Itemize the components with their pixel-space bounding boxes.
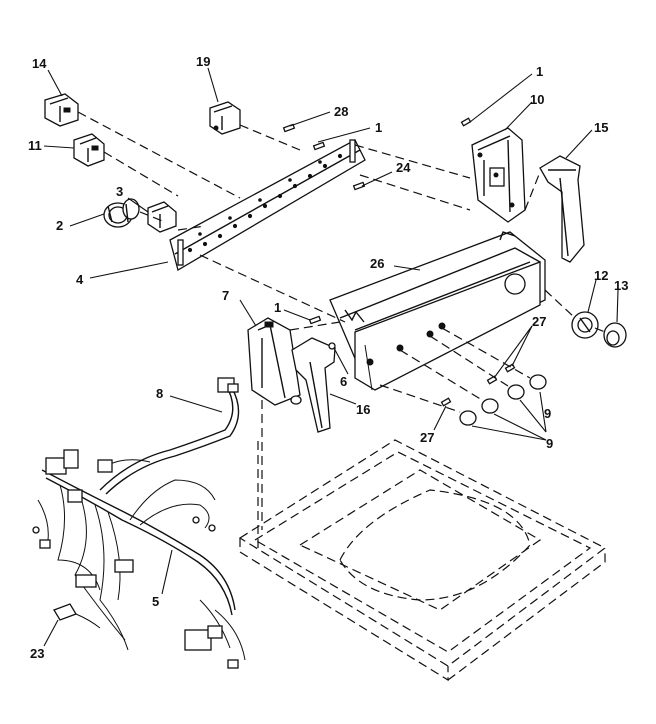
callout-15: 15: [594, 120, 608, 135]
callout-11: 11: [28, 138, 42, 153]
timer-10: [471, 127, 526, 223]
callout-23: 23: [30, 646, 44, 661]
console-panel: [329, 231, 546, 391]
timer-knob-15: [539, 155, 585, 263]
callout-4: 4: [76, 272, 84, 287]
callout-9-upper: 9: [544, 406, 551, 421]
callout-13: 13: [614, 278, 628, 293]
switch-19: [209, 101, 241, 135]
callout-19: 19: [196, 54, 210, 69]
callout-10: 10: [530, 92, 544, 107]
wire-harness-8: [99, 377, 240, 495]
callout-24: 24: [396, 160, 411, 175]
end-cap-7: [247, 317, 302, 406]
callout-5: 5: [152, 594, 159, 609]
callout-1-top: 1: [375, 120, 382, 135]
callout-26: 26: [370, 256, 384, 271]
switch-3: [147, 201, 177, 233]
callout-7: 7: [222, 288, 229, 303]
callout-27-lower: 27: [420, 430, 434, 445]
callout-28: 28: [334, 104, 348, 119]
callout-27-right: 27: [532, 314, 546, 329]
control-bracket: [169, 139, 366, 271]
callout-16: 16: [356, 402, 370, 417]
callout-1-middle: 1: [274, 300, 281, 315]
switch-14: [44, 93, 79, 127]
end-cap-16: [291, 337, 336, 433]
cabinet-top-outline: [238, 439, 607, 682]
callout-3: 3: [116, 184, 123, 199]
rotary-switch-2: [103, 198, 140, 228]
wire-harness-5: [32, 449, 246, 669]
callout-8: 8: [156, 386, 163, 401]
callout-12: 12: [594, 268, 608, 283]
leader-lines: [43, 67, 619, 647]
callout-14: 14: [32, 56, 47, 71]
assembly-guide-lines: [77, 111, 606, 530]
part-23: [53, 603, 101, 629]
callout-6: 6: [340, 374, 347, 389]
switch-11: [73, 133, 105, 167]
callout-9-lower: 9: [546, 436, 553, 451]
callout-2: 2: [56, 218, 63, 233]
knob-13: [603, 322, 627, 348]
callout-1-upper-right: 1: [536, 64, 543, 79]
callout-labels: 14 19 28 1 1 10 15 11 24 3 2 26 4 12 13 …: [28, 54, 628, 661]
small-knobs-9: [459, 374, 547, 426]
timer-hole: [504, 273, 526, 295]
knob-12: [571, 311, 599, 339]
